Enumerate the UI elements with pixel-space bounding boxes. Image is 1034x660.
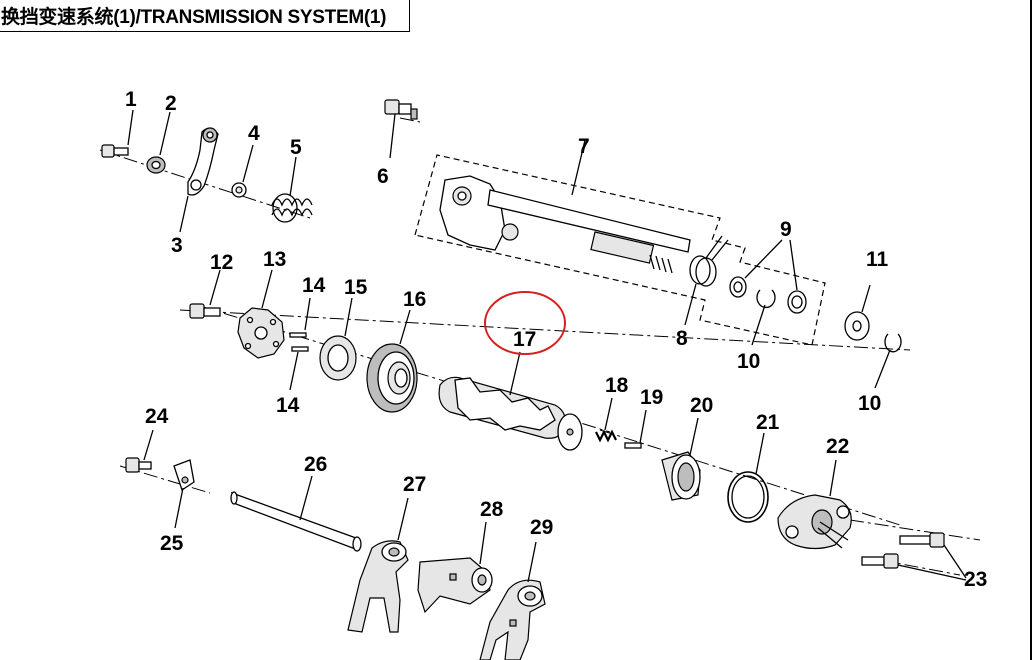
part-24-bolt	[125, 429, 154, 473]
part-21-o-ring	[727, 432, 769, 523]
label-part-16: 16	[403, 288, 426, 311]
label-part-9: 9	[780, 218, 792, 241]
label-part-28: 28	[480, 498, 504, 521]
label-part-7: 7	[578, 135, 590, 158]
label-part-11: 11	[866, 248, 889, 271]
label-part-4: 4	[248, 122, 260, 145]
part-17-highlight	[484, 291, 566, 355]
part-14-pins	[289, 297, 311, 391]
label-part-12: 12	[210, 251, 233, 274]
label-part-10-b: 10	[858, 392, 881, 415]
label-part-23: 23	[964, 568, 987, 591]
label-part-22: 22	[826, 435, 849, 458]
part-6-plug	[384, 99, 418, 159]
part-3-shift-arm	[179, 127, 219, 233]
part-17-shift-drum	[438, 351, 583, 451]
label-part-26: 26	[304, 453, 327, 476]
label-part-27: 27	[403, 473, 426, 496]
label-part-14-a: 14	[302, 274, 326, 297]
label-part-3: 3	[171, 234, 183, 257]
label-part-24: 24	[145, 405, 169, 428]
part-2-washer	[146, 111, 171, 174]
part-9-washers	[729, 239, 807, 314]
label-part-20: 20	[690, 394, 713, 417]
part-10-circlip-a	[751, 289, 776, 346]
axis-lines	[99, 117, 981, 576]
part-15-ring	[319, 297, 357, 381]
part-1-bolt	[101, 109, 134, 158]
part-19-pin	[624, 409, 647, 449]
part-7-shift-shaft	[414, 139, 826, 346]
part-28-shift-fork	[417, 521, 493, 614]
part-12-bolt	[189, 269, 221, 319]
part-27-shift-fork	[347, 497, 409, 633]
label-part-5: 5	[290, 136, 302, 159]
label-part-19: 19	[640, 386, 663, 409]
part-16-bearing	[366, 309, 418, 413]
label-part-15: 15	[344, 276, 368, 299]
label-part-17: 17	[513, 328, 536, 351]
frame-border	[1030, 0, 1032, 660]
label-part-18: 18	[605, 374, 629, 397]
part-29-shift-fork	[479, 541, 546, 660]
part-10-circlip-b	[874, 333, 902, 389]
label-part-10-a: 10	[737, 350, 760, 373]
label-part-25: 25	[160, 532, 184, 555]
part-23-bolts	[861, 532, 967, 581]
diagram-title: 换挡变速系统(1)/TRANSMISSION SYSTEM(1)	[0, 0, 410, 32]
part-4-washer	[231, 144, 254, 198]
label-part-21: 21	[756, 411, 780, 434]
part-25-plate	[173, 459, 195, 529]
label-part-6: 6	[377, 165, 389, 188]
label-part-8: 8	[676, 327, 688, 350]
part-18-spring	[595, 397, 617, 443]
label-part-1: 1	[125, 88, 137, 111]
part-8-spring	[684, 235, 729, 326]
part-20-needle-bearing	[661, 417, 701, 501]
part-22-housing	[777, 459, 852, 550]
label-part-13: 13	[263, 248, 286, 271]
part-5-spring	[271, 156, 313, 223]
label-part-2: 2	[165, 92, 177, 115]
part-26-fork-shaft	[230, 475, 362, 552]
part-11-washer	[844, 284, 871, 341]
label-part-29: 29	[530, 516, 553, 539]
label-part-14-b: 14	[276, 394, 300, 417]
part-13-shift-cam	[237, 269, 285, 359]
